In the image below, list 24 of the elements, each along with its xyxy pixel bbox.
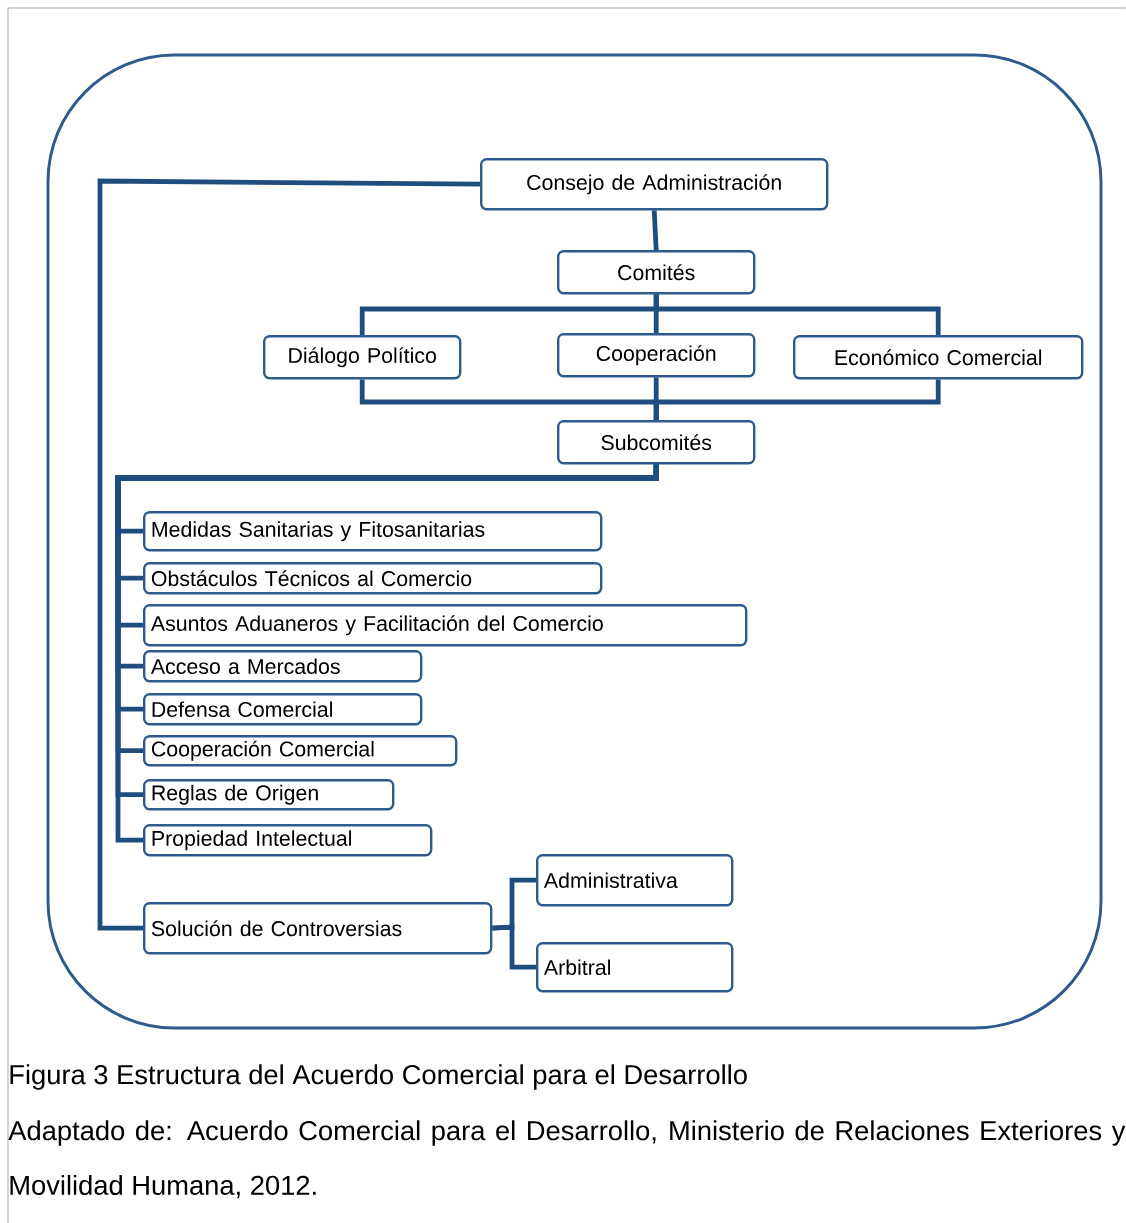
caption: Figura 3 Estructura del Acuerdo Comercial para el Desarrollo	[10, 1064, 747, 1090]
org-box: Diálogo Político	[263, 335, 462, 380]
org-box: Económico Comercial	[793, 335, 1084, 380]
org-box: Reglas de Origen	[143, 779, 395, 811]
org-box: Medidas Sanitarias y Fitosanitarias	[143, 511, 603, 552]
org-box: Subcomités	[557, 420, 756, 465]
org-box: Cooperación Comercial	[143, 735, 458, 767]
connector	[651, 210, 659, 251]
org-box: Asuntos Aduaneros y Facilitación del Comercio	[143, 604, 748, 647]
source-note: Adaptado de: Acuerdo Comercial para el Desarrollo, Ministerio de Relaciones Exteriores y Movilidad Humana, 2012.	[8, 1120, 1126, 1199]
org-box: Solución de Controversias	[143, 902, 493, 955]
org-box: Consejo de Administración	[480, 158, 829, 211]
connector	[653, 379, 941, 420]
org-box: Obstáculos Técnicos al Comercio	[143, 562, 603, 595]
org-box: Arbitral	[536, 942, 734, 993]
org-box: Administrativa	[536, 854, 734, 907]
connector	[97, 178, 480, 931]
org-box: Propiedad Intelectual	[143, 824, 433, 857]
connector	[492, 924, 536, 970]
org-box: Acceso a Mercados	[143, 650, 423, 683]
org-box: Cooperación	[557, 333, 756, 378]
org-box: Defensa Comercial	[143, 693, 423, 726]
connector	[653, 294, 941, 335]
org-box: Comités	[557, 250, 756, 295]
